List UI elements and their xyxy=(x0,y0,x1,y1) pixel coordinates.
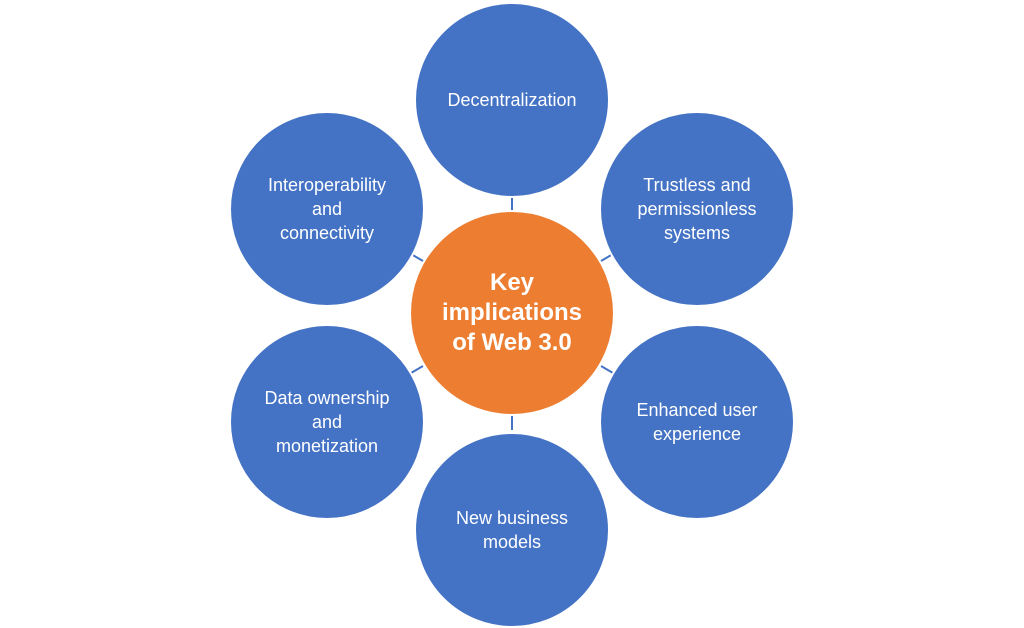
node-label: Data ownership and monetization xyxy=(264,388,390,456)
node-label: Decentralization xyxy=(447,90,577,110)
connector-lower-right xyxy=(600,365,614,374)
node-new-business-models: New business models xyxy=(414,432,610,628)
node-enhanced-user-experience: Enhanced user experience xyxy=(599,324,795,520)
node-label: Interoperability and connectivity xyxy=(267,175,387,243)
node-label: Enhanced user experience xyxy=(636,400,758,444)
center-node-key-implications: Key implications of Web 3.0 xyxy=(409,210,615,416)
center-label: Key implications of Web 3.0 xyxy=(441,269,583,356)
node-data-ownership-monetization: Data ownership and monetization xyxy=(229,324,425,520)
node-trustless-permissionless: Trustless and permissionless systems xyxy=(599,111,795,307)
node-interoperability-connectivity: Interoperability and connectivity xyxy=(229,111,425,307)
node-label: New business models xyxy=(455,508,569,552)
node-label: Trustless and permissionless systems xyxy=(637,175,757,243)
node-decentralization: Decentralization xyxy=(414,2,610,198)
connector-lower-left xyxy=(410,365,424,374)
